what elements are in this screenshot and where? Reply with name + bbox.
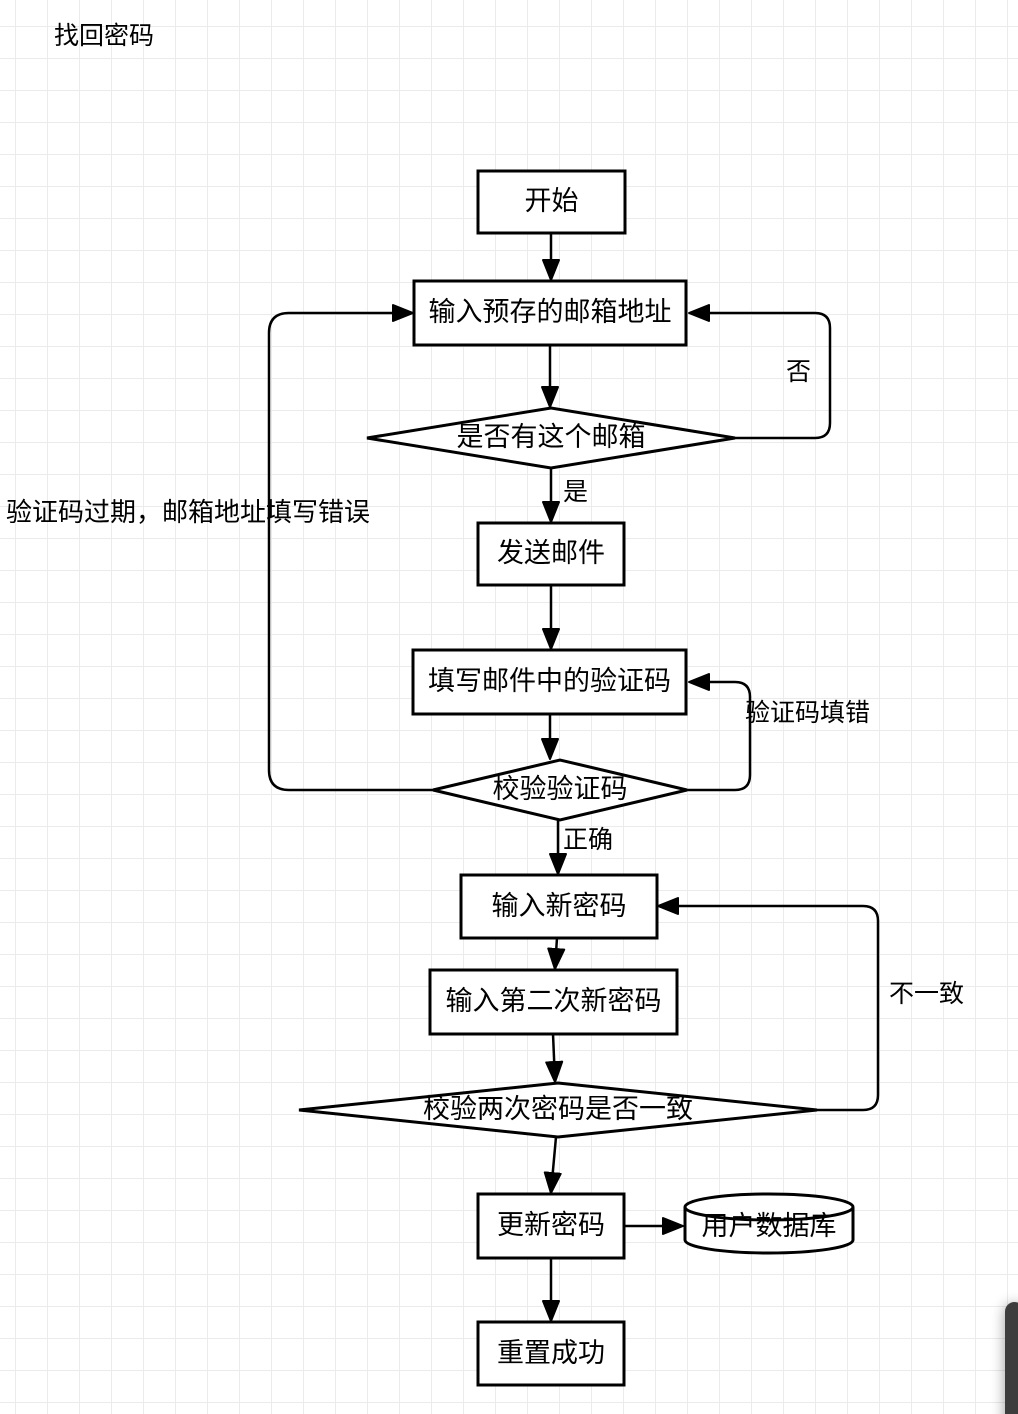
edge-label-mismatch[interactable]: 不一致: [889, 979, 965, 1008]
edge-check-match-to-update-password[interactable]: [543, 1136, 562, 1194]
node-check-email-shape[interactable]: [366, 406, 736, 470]
node-send-email-label[interactable]: 发送邮件: [497, 538, 605, 569]
edge-new-password-again-to-check-match[interactable]: [545, 1033, 564, 1083]
edge-check-code-expired-loop[interactable]: [267, 304, 433, 792]
node-check-email-label[interactable]: 是否有这个邮箱: [456, 422, 646, 453]
node-check-code-label[interactable]: 校验验证码: [492, 774, 628, 805]
node-new-password-again-shape[interactable]: [428, 968, 679, 1036]
node-input-email-label[interactable]: 输入预存的邮箱地址: [428, 297, 672, 328]
node-send-email-shape[interactable]: [476, 521, 626, 587]
node-input-email-shape[interactable]: [412, 279, 688, 347]
edge-new-password-to-new-password-again[interactable]: [547, 937, 566, 970]
page-title[interactable]: 找回密码: [54, 21, 155, 50]
node-check-code-shape[interactable]: [432, 758, 688, 822]
node-new-password-again-label[interactable]: 输入第二次新密码: [445, 986, 662, 1017]
node-start-shape[interactable]: [476, 169, 627, 235]
edge-label-correct[interactable]: 正确: [563, 825, 614, 854]
edge-check-match-mismatch-loop[interactable]: [657, 897, 880, 1112]
node-check-match-label[interactable]: 校验两次密码是否一致: [423, 1094, 693, 1125]
edge-check-email-no-loop[interactable]: [688, 304, 832, 440]
edge-label-no[interactable]: 否: [786, 357, 812, 386]
note-code-expired[interactable]: 验证码过期，邮箱地址填写错误: [6, 497, 371, 528]
node-reset-success-shape[interactable]: [476, 1320, 626, 1387]
node-new-password-shape[interactable]: [459, 873, 659, 940]
node-update-password-label[interactable]: 更新密码: [497, 1210, 605, 1241]
vertical-scrollbar-thumb[interactable]: [1005, 1302, 1018, 1414]
edge-check-code-wrong-loop[interactable]: [687, 673, 752, 792]
node-fill-code-shape[interactable]: [411, 648, 688, 716]
node-fill-code-label[interactable]: 填写邮件中的验证码: [428, 666, 671, 697]
node-reset-success-label[interactable]: 重置成功: [497, 1337, 605, 1368]
edge-label-yes[interactable]: 是: [563, 477, 589, 506]
node-user-database-label[interactable]: 用户数据库: [701, 1211, 837, 1242]
node-new-password-label[interactable]: 输入新密码: [491, 890, 627, 921]
edge-label-code-wrong[interactable]: 验证码填错: [745, 698, 871, 727]
node-update-password-shape[interactable]: [476, 1192, 626, 1260]
node-user-database-top: [683, 1192, 855, 1222]
node-start-label[interactable]: 开始: [524, 186, 579, 217]
node-check-match-shape[interactable]: [298, 1081, 818, 1139]
